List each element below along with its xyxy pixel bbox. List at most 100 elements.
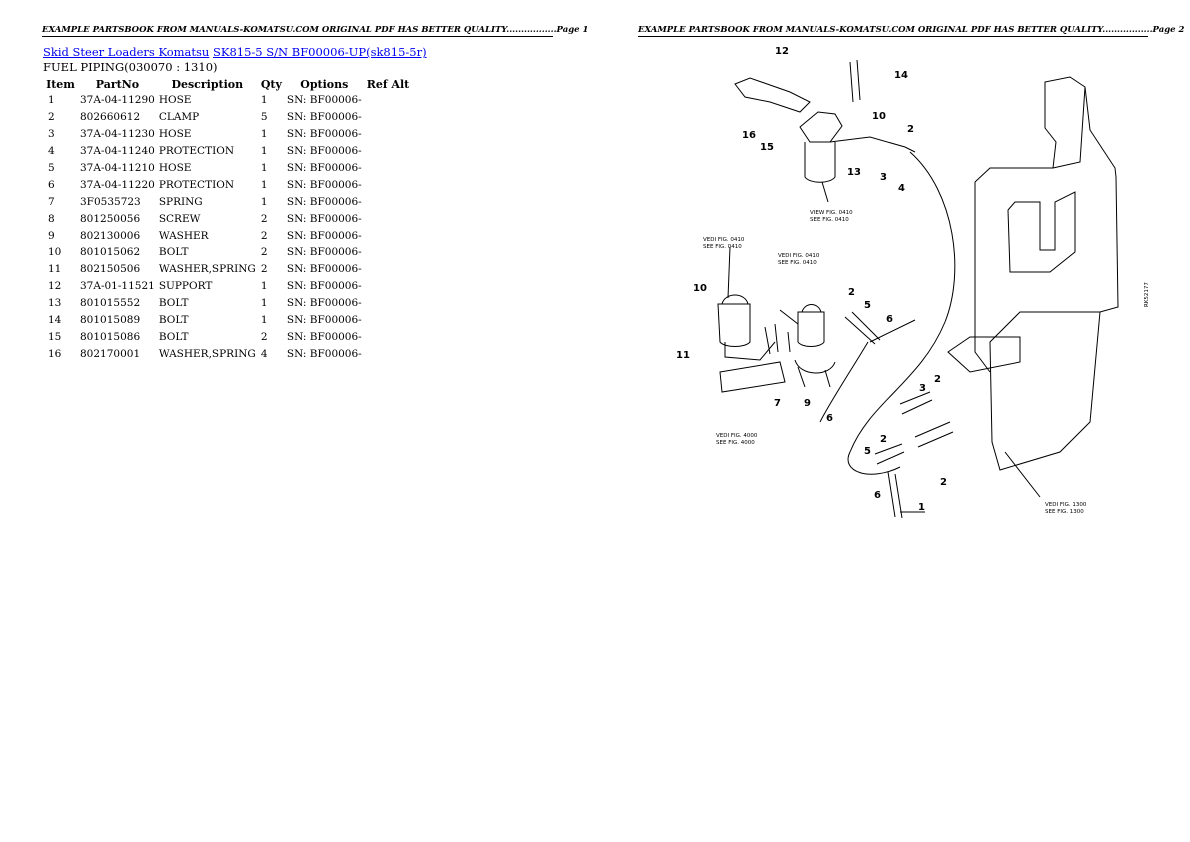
note-view-e: VEDI FIG. 1300 bbox=[1045, 502, 1087, 508]
breadcrumb-link-model-family[interactable]: Skid Steer Loaders Komatsu bbox=[43, 45, 210, 59]
callout-9: 9 bbox=[804, 398, 811, 409]
cell-qty: 5 bbox=[260, 111, 268, 124]
cell-description: SUPPORT bbox=[158, 280, 213, 293]
table-row: 15 801015086 BOLT 2 SN: BF00006- bbox=[43, 328, 412, 345]
cell-options: SN: BF00006- bbox=[286, 128, 362, 141]
cell-options: SN: BF00006- bbox=[286, 347, 362, 360]
note-see-c: SEE FIG. 0410 bbox=[778, 260, 817, 266]
cell-ref-alt bbox=[364, 176, 413, 193]
cell-options: SN: BF00006- bbox=[286, 246, 362, 259]
cell-partno: 802150506 bbox=[80, 263, 141, 276]
cell-item: 4 bbox=[48, 145, 55, 158]
cell-description: HOSE bbox=[158, 162, 192, 174]
cell-item: 13 bbox=[48, 297, 62, 310]
cell-qty: 1 bbox=[260, 297, 268, 310]
cell-ref-alt bbox=[364, 92, 413, 109]
cell-partno: 37A-01-11521 bbox=[80, 280, 155, 293]
cell-ref-alt bbox=[364, 193, 413, 210]
callout-2-lower-c: 2 bbox=[940, 477, 947, 488]
cell-options: SN: BF00006- bbox=[286, 280, 362, 293]
callout-10-upper: 10 bbox=[872, 111, 886, 122]
cell-item: 1 bbox=[48, 94, 55, 107]
cell-ref-alt bbox=[364, 143, 413, 160]
cell-item: 9 bbox=[48, 229, 55, 242]
table-row: 7 3F0535723 SPRING 1 SN: BF00006- bbox=[43, 193, 412, 210]
cell-partno: 801015086 bbox=[80, 330, 141, 343]
cell-ref-alt bbox=[364, 295, 413, 312]
cell-qty: 1 bbox=[260, 94, 268, 107]
cell-description: WASHER bbox=[158, 229, 209, 242]
cell-item: 2 bbox=[48, 111, 55, 124]
cell-item: 15 bbox=[48, 330, 62, 343]
callout-3-upper: 3 bbox=[880, 172, 887, 183]
cell-description: WASHER,SPRING bbox=[158, 263, 256, 276]
callout-5-middle: 5 bbox=[864, 300, 871, 311]
cell-item: 5 bbox=[48, 162, 55, 174]
parts-table: Item PartNo Description Qty Options Ref … bbox=[43, 76, 412, 362]
cell-qty: 1 bbox=[260, 128, 268, 141]
cell-ref-alt bbox=[364, 328, 413, 345]
cell-description: CLAMP bbox=[158, 111, 200, 124]
cell-ref-alt bbox=[364, 278, 413, 295]
cell-qty: 1 bbox=[260, 162, 268, 174]
col-header-qty: Qty bbox=[260, 77, 282, 91]
cell-options: SN: BF00006- bbox=[286, 162, 362, 174]
page2-header-rule bbox=[638, 36, 1148, 37]
cell-description: BOLT bbox=[158, 297, 189, 310]
cell-description: PROTECTION bbox=[158, 178, 235, 191]
col-header-partno: PartNo bbox=[95, 77, 140, 91]
cell-description: HOSE bbox=[158, 128, 192, 141]
cell-ref-alt bbox=[364, 210, 413, 227]
cell-qty: 1 bbox=[260, 178, 268, 191]
callout-2-lower-a: 2 bbox=[934, 374, 941, 385]
note-see-d: SEE FIG. 4000 bbox=[716, 440, 755, 446]
col-header-description: Description bbox=[171, 77, 244, 91]
cell-ref-alt bbox=[364, 312, 413, 329]
callout-6-middle: 6 bbox=[886, 314, 893, 325]
callout-16: 16 bbox=[742, 130, 756, 141]
callout-2-upper: 2 bbox=[907, 124, 914, 135]
cell-qty: 2 bbox=[260, 229, 268, 242]
callout-14: 14 bbox=[894, 70, 908, 81]
cell-options: SN: BF00006- bbox=[286, 330, 362, 343]
cell-options: SN: BF00006- bbox=[286, 314, 362, 327]
callout-12: 12 bbox=[775, 46, 789, 57]
note-view-a: VIEW FIG. 0410 bbox=[810, 210, 853, 216]
callout-1: 1 bbox=[918, 502, 925, 513]
cell-ref-alt bbox=[364, 244, 413, 261]
cell-description: BOLT bbox=[158, 330, 189, 343]
breadcrumb: Skid Steer Loaders Komatsu SK815-5 S/N B… bbox=[43, 45, 427, 59]
callout-5-lower: 5 bbox=[864, 446, 871, 457]
cell-options: SN: BF00006- bbox=[286, 195, 362, 208]
cell-item: 3 bbox=[48, 128, 55, 141]
breadcrumb-link-model[interactable]: SK815-5 S/N BF00006-UP(sk815-5r) bbox=[213, 45, 427, 59]
col-header-item: Item bbox=[46, 77, 75, 91]
callout-15: 15 bbox=[760, 142, 774, 153]
cell-partno: 801015089 bbox=[80, 314, 141, 327]
cell-item: 12 bbox=[48, 280, 62, 293]
cell-qty: 1 bbox=[260, 195, 268, 208]
callout-6-bottom: 6 bbox=[874, 490, 881, 501]
cell-description: SPRING bbox=[158, 195, 203, 208]
cell-qty: 1 bbox=[260, 314, 268, 327]
cell-qty: 4 bbox=[260, 347, 268, 360]
cell-qty: 2 bbox=[260, 246, 268, 259]
callout-2-middle: 2 bbox=[848, 287, 855, 298]
page1-header: EXAMPLE PARTSBOOK FROM MANUALS-KOMATSU.C… bbox=[42, 25, 589, 35]
cell-item: 11 bbox=[48, 263, 62, 276]
callout-6-lower: 6 bbox=[826, 413, 833, 424]
cell-ref-alt bbox=[364, 109, 413, 126]
page1-header-rule bbox=[42, 36, 553, 37]
cell-partno: 3F0535723 bbox=[80, 195, 141, 208]
cell-qty: 2 bbox=[260, 330, 268, 343]
fuel-piping-diagram: 12 14 16 15 10 2 3 4 13 10 11 2 5 6 7 9 … bbox=[676, 46, 1150, 519]
cell-item: 7 bbox=[48, 195, 55, 208]
note-view-d: VEDI FIG. 4000 bbox=[716, 433, 758, 439]
